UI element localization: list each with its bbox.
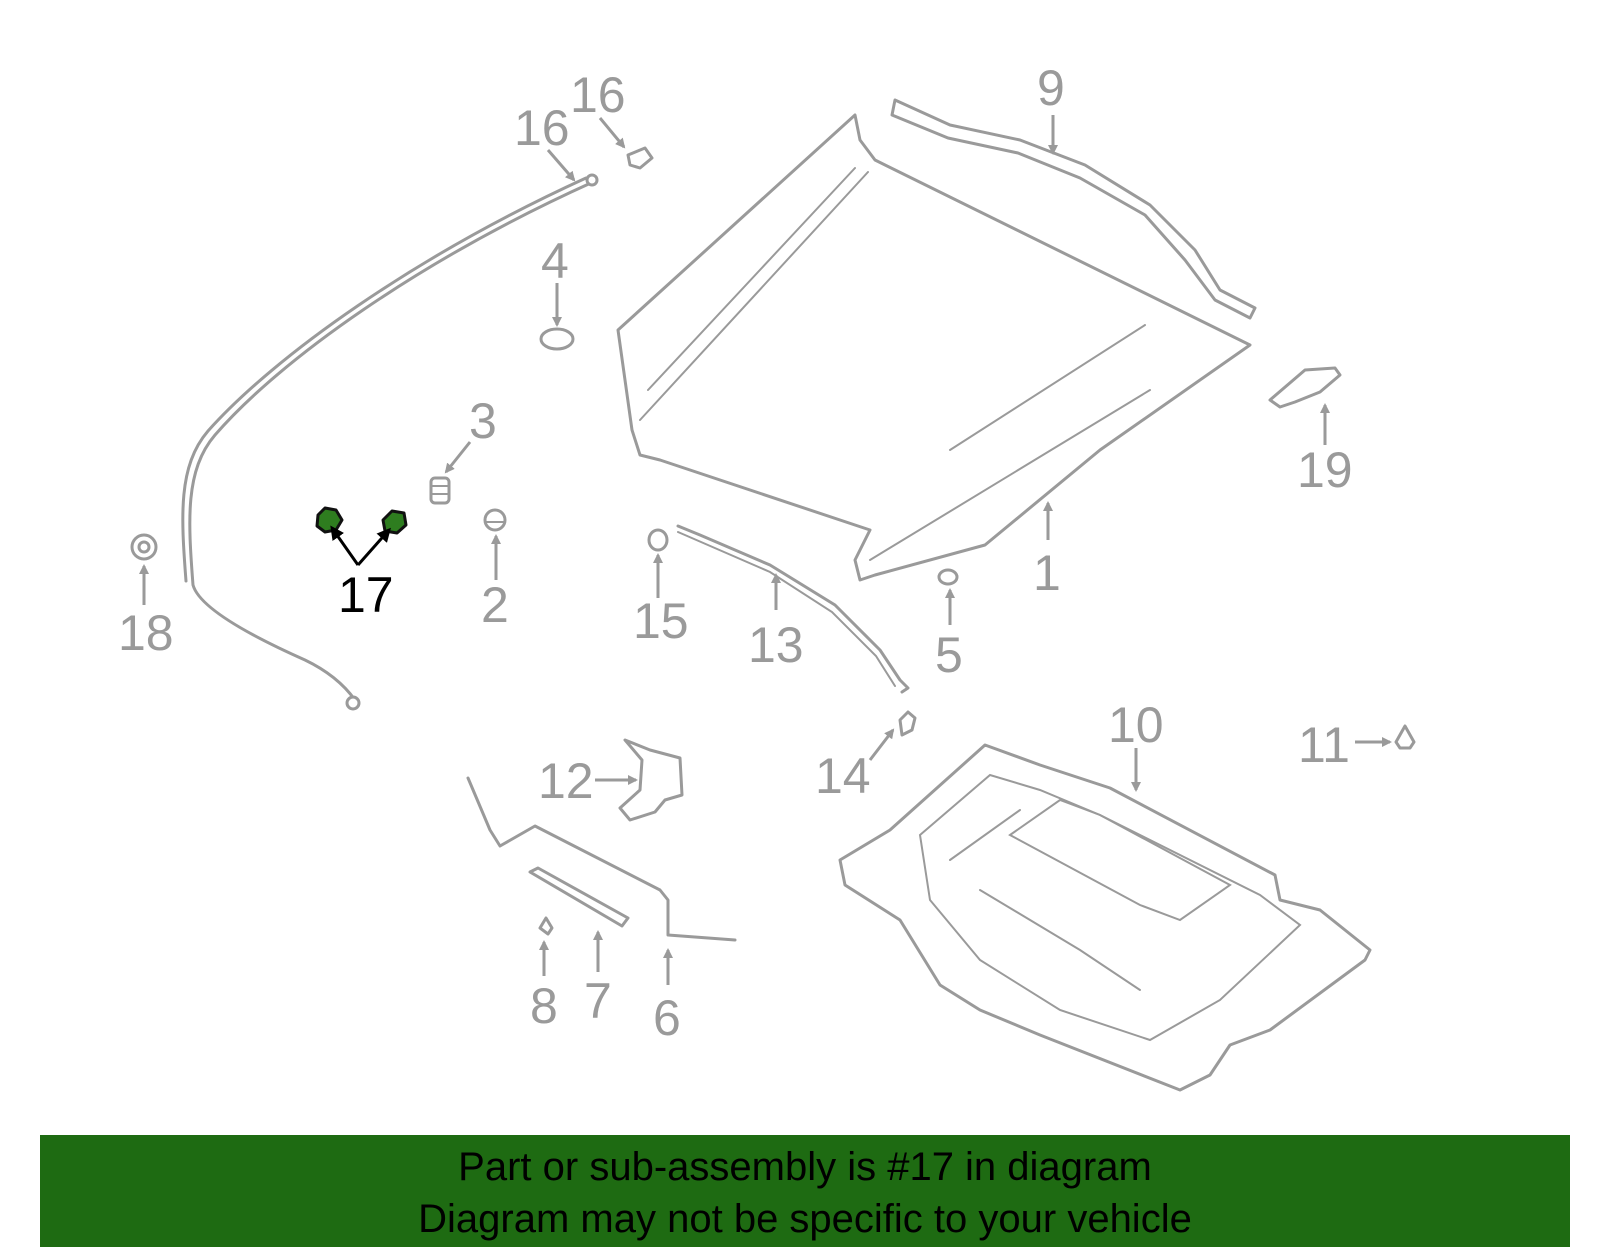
- release-rod: [466, 776, 737, 942]
- cushion: [483, 508, 507, 532]
- hood-stop: [429, 476, 451, 505]
- callout-13: 13: [748, 617, 804, 673]
- callout-labels: 1 2 3 4 5 6 7 8 9 10 11 12 13 14 15 16 1…: [118, 60, 1353, 1046]
- hood-weatherstrip: [890, 98, 1257, 320]
- callout-1: 1: [1033, 545, 1061, 601]
- callout-7: 7: [584, 973, 612, 1029]
- hood-latch: [618, 738, 684, 822]
- hood-bumper: [539, 327, 575, 351]
- grommet: [130, 533, 158, 561]
- callout-14: 14: [815, 748, 871, 804]
- callout-18: 18: [118, 605, 174, 661]
- callout-16-cable: 16: [514, 100, 570, 156]
- prop-rod: [676, 524, 910, 694]
- screw-clip: [538, 916, 554, 936]
- leader-arrows: [139, 115, 1392, 985]
- support-bar: [528, 866, 630, 928]
- banner-line-disclaimer: Diagram may not be specific to your vehi…: [418, 1197, 1192, 1241]
- callout-6: 6: [653, 990, 681, 1046]
- highlighted-part-17: [315, 506, 408, 535]
- plug: [937, 568, 959, 586]
- hood-release-cable: [181, 173, 599, 711]
- callout-8: 8: [530, 978, 558, 1034]
- callout-19: 19: [1297, 442, 1353, 498]
- callout-3: 3: [469, 393, 497, 449]
- info-banner: Part or sub-assembly is #17 in diagram D…: [40, 1135, 1570, 1247]
- retainer-clip: [1394, 724, 1416, 750]
- hood-panel: [616, 113, 1252, 582]
- prop-rod-grommet: [647, 528, 669, 552]
- callout-11: 11: [1298, 717, 1350, 773]
- callout-12: 12: [538, 753, 594, 809]
- callout-17: 17: [338, 567, 394, 623]
- cable-clip: [626, 146, 654, 170]
- callout-5: 5: [935, 627, 963, 683]
- hood-insulator: [838, 743, 1372, 1092]
- callout-4: 4: [541, 233, 569, 289]
- banner-line-part: Part or sub-assembly is #17 in diagram: [458, 1145, 1152, 1189]
- callout-10: 10: [1108, 697, 1164, 753]
- callout-9: 9: [1037, 60, 1065, 116]
- callout-15: 15: [633, 593, 689, 649]
- callout-16-clip: 16: [570, 67, 626, 123]
- rod-holder: [898, 710, 917, 737]
- callout-2: 2: [481, 577, 509, 633]
- hood-bracket: [1268, 366, 1342, 409]
